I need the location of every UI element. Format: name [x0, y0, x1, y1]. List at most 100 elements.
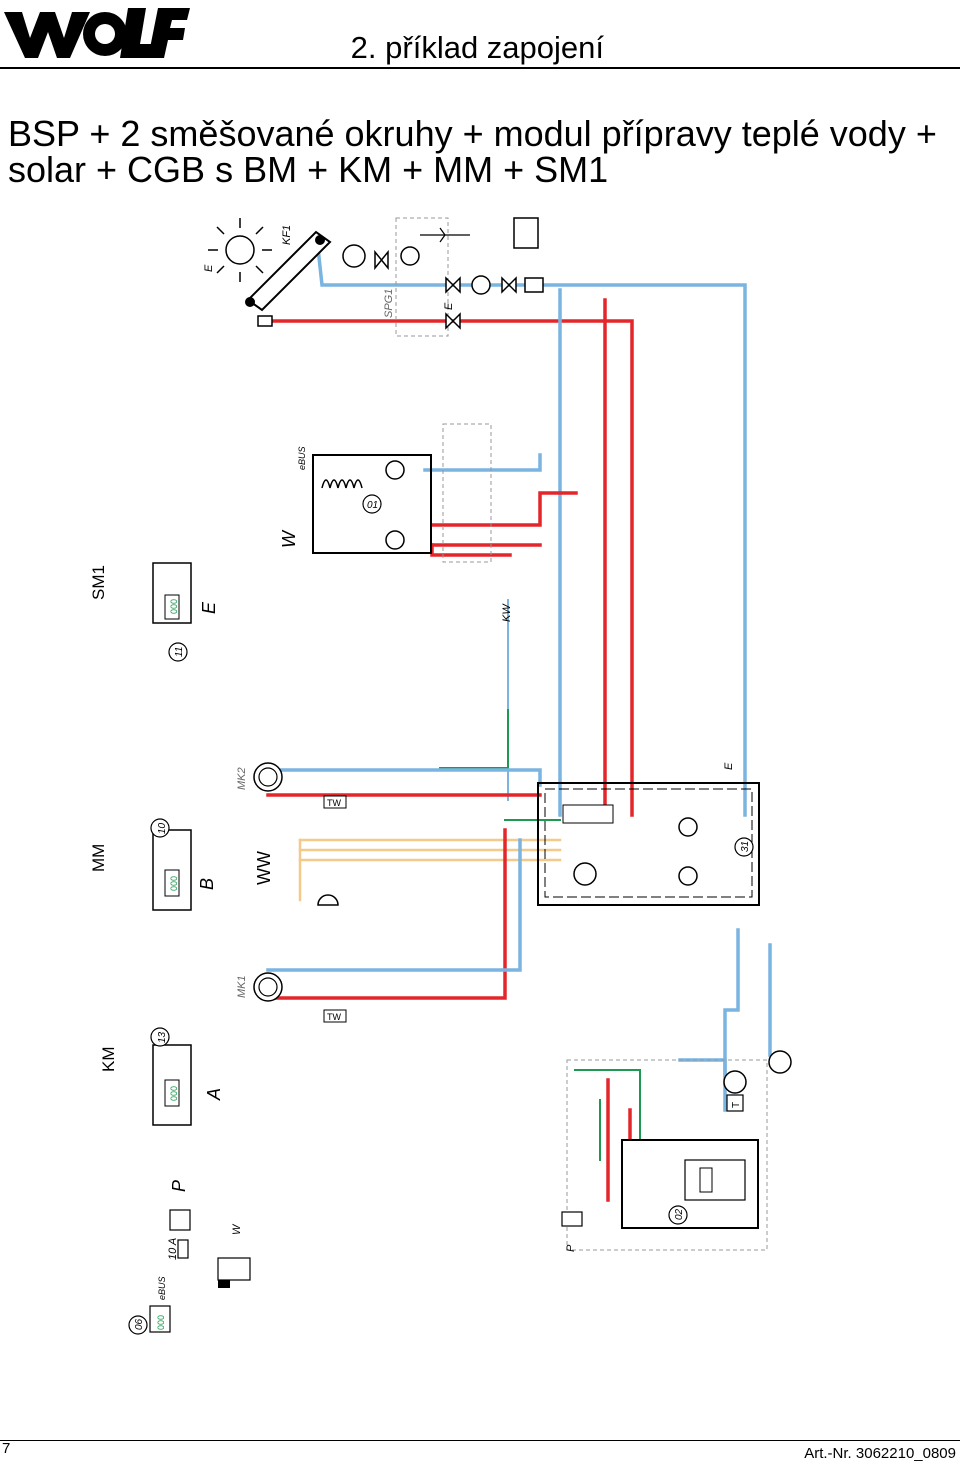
boiler-pump-2	[768, 1050, 792, 1074]
mixer-pump-3	[678, 866, 698, 886]
solar-collector	[245, 230, 332, 312]
label-11: 11	[174, 647, 185, 657]
storage-dashed-box	[442, 423, 492, 563]
label-w-bottom: W	[231, 1223, 243, 1235]
mixing-module-box	[537, 782, 760, 906]
badge-11	[168, 642, 188, 662]
label-e-mixer: E	[723, 762, 735, 770]
pipe-mk1-red	[266, 828, 507, 1000]
badge-06	[128, 1315, 148, 1335]
label-spg1: SPG1	[383, 289, 395, 318]
fuse-box	[177, 1239, 189, 1259]
label-p-boiler: P	[565, 1244, 577, 1252]
article-number: Art.-Nr. 3062210_0809	[804, 1445, 956, 1462]
label-01: 01	[367, 500, 378, 511]
tw-box-mk2	[323, 795, 347, 809]
label-13: 13	[157, 1031, 168, 1043]
storage-pump-2	[385, 530, 405, 550]
label-ebus-storage: eBUS	[297, 446, 307, 470]
wolf-logo	[4, 8, 190, 58]
label-tw-mk1: TW	[327, 1012, 341, 1022]
pipe-mk1-blue	[266, 838, 522, 972]
label-t: T	[731, 1102, 742, 1108]
collector-sensor	[257, 315, 273, 327]
label-02: 02	[674, 1208, 685, 1220]
pipe-boiler-blue	[723, 928, 740, 1077]
pipe-storage-red	[430, 491, 578, 527]
pipe-mk2-blue	[266, 768, 542, 787]
label-mm: MM	[89, 844, 108, 872]
pipe-solar-return	[316, 246, 747, 817]
boiler-controller-inner	[699, 1167, 713, 1193]
pump-mk1	[253, 972, 283, 1002]
boiler-pump	[723, 1070, 747, 1094]
label-km: KM	[99, 1047, 118, 1073]
pump-mk2	[253, 762, 283, 792]
label-06: 06	[134, 1318, 145, 1330]
mixer-pump-2	[678, 817, 698, 837]
km-module	[152, 1044, 192, 1126]
solar-pump	[342, 244, 491, 295]
footer-divider	[0, 1440, 960, 1441]
page-header-title: 2. příklad zapojení	[350, 30, 604, 65]
remote-06	[149, 1305, 171, 1333]
diagram-title: BSP + 2 směšované okruhy + modul příprav…	[8, 116, 948, 188]
title-line-1: BSP + 2 směšované okruhy + modul příprav…	[8, 113, 937, 154]
label-w-storage: W	[279, 529, 299, 548]
page-number: 7	[2, 1440, 11, 1457]
label-e-sm1: E	[199, 601, 219, 614]
boiler-t-sensor	[726, 1094, 744, 1112]
label-ebus-remote: eBUS	[157, 1276, 167, 1300]
sm1-display	[164, 594, 180, 620]
label-sm1: SM1	[89, 565, 108, 600]
label-p-power: P	[169, 1180, 189, 1192]
badge-02	[668, 1205, 688, 1225]
sm1-display-text: 000	[169, 599, 179, 614]
label-e-top: E	[203, 264, 215, 272]
pipe-boiler-blue3	[678, 1058, 727, 1112]
label-mk1: MK1	[236, 975, 248, 998]
boiler-controller	[684, 1159, 746, 1201]
storage-coil	[321, 479, 363, 489]
pipe-solar-flow	[268, 319, 634, 817]
mixer-heat-exchanger	[562, 804, 614, 824]
label-ww: WW	[254, 851, 274, 885]
label-b-mm: B	[197, 878, 217, 890]
label-10: 10	[157, 822, 168, 834]
title-line-2: solar + CGB s BM + KM + MM + SM1	[8, 149, 609, 190]
badge-31	[734, 837, 754, 857]
boiler-dashed-box	[566, 1059, 768, 1251]
storage-badge-01	[362, 494, 382, 514]
pipe-storage-blue	[423, 453, 542, 472]
mixer-pump-1	[573, 862, 597, 886]
solar-station-box	[395, 217, 449, 337]
label-mk2: MK2	[236, 767, 248, 790]
storage-tank-box	[312, 454, 432, 554]
tw-box-mk1	[323, 1009, 347, 1023]
label-31: 31	[740, 841, 751, 852]
boiler-p-sensor	[561, 1211, 583, 1227]
km-display	[164, 1079, 180, 1107]
label-tw-mk2: TW	[327, 798, 341, 808]
switch-box	[169, 1209, 191, 1231]
label-kw: KW	[501, 603, 513, 622]
label-e-solar: E	[443, 302, 455, 310]
expansion-vessel	[513, 217, 539, 249]
badge-10	[150, 818, 170, 838]
badge-13	[150, 1027, 170, 1047]
header-divider	[0, 67, 960, 69]
label-kf1: KF1	[281, 225, 293, 245]
sun-symbol	[208, 218, 272, 282]
mm-display-text: 000	[169, 876, 179, 891]
label-a-km: A	[204, 1088, 224, 1101]
km-display-text: 000	[169, 1086, 179, 1101]
connector-block	[217, 1257, 251, 1281]
solar-heat-meter	[524, 277, 544, 293]
valves-solar	[374, 249, 517, 330]
lamp-icon	[317, 894, 339, 906]
storage-pump-1	[385, 460, 405, 480]
label-fuse: 10 A	[167, 1238, 179, 1260]
remote-06-display: 000	[156, 1315, 166, 1330]
mm-display	[164, 869, 180, 897]
